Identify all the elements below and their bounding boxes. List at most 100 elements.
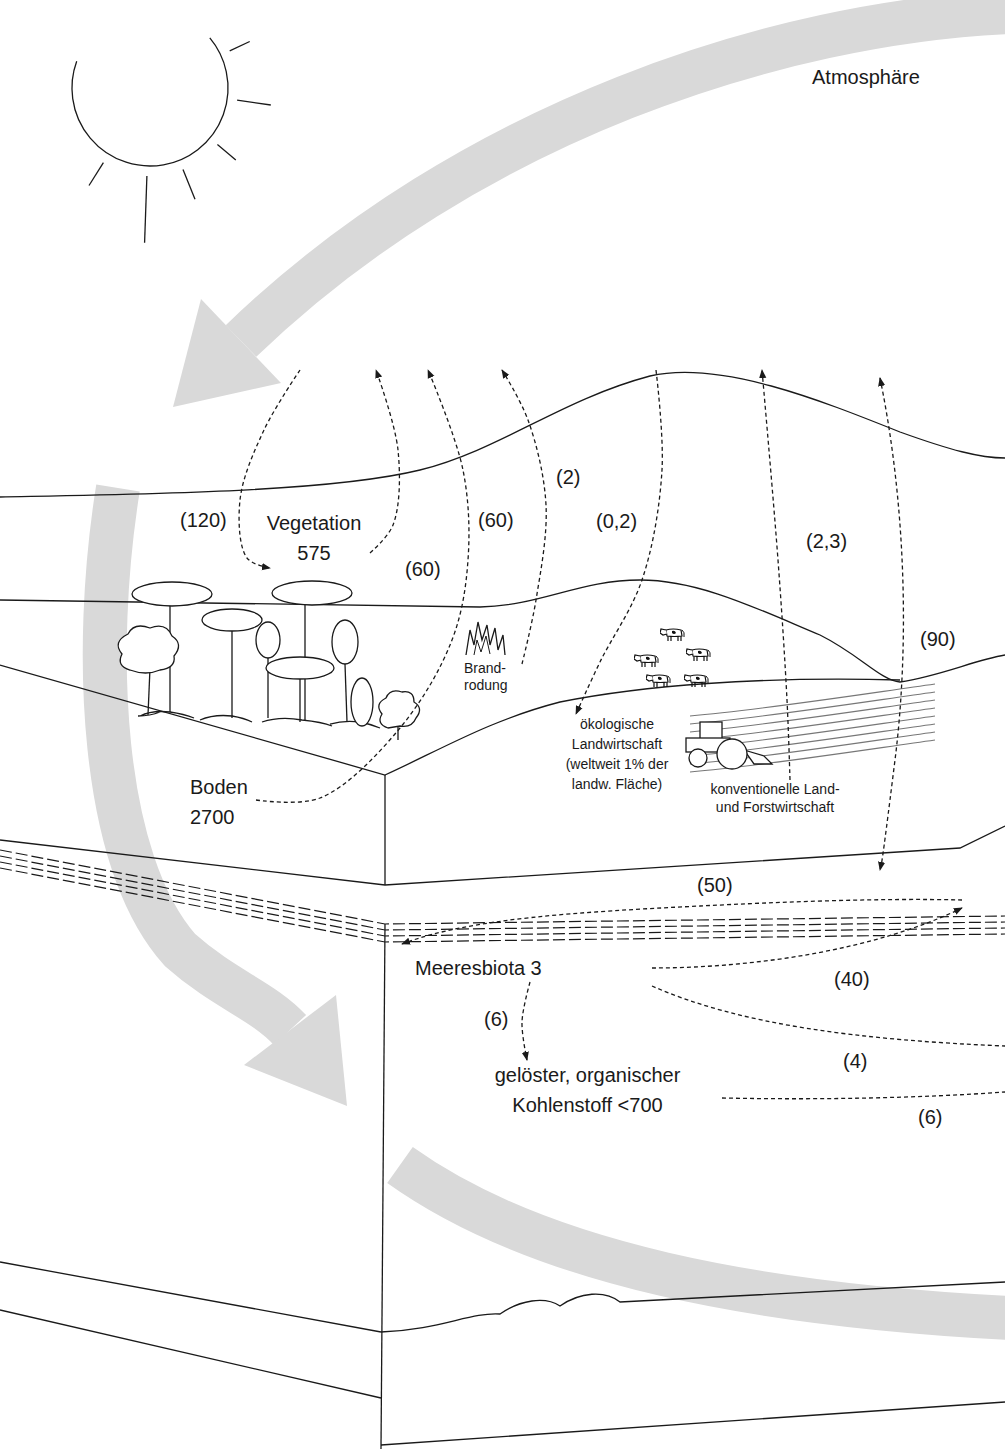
sun-ray [145,176,147,243]
flow-band [105,488,290,1030]
flux-value: (90) [920,628,956,651]
flux-arrow [762,370,790,780]
sun-symbol [72,38,271,243]
reservoir-label: konventionelle Land- und Forstwirtschaft [706,780,844,816]
sun-ray [89,163,103,186]
tractor-symbol [686,722,772,769]
flux-value: (6) [918,1106,942,1129]
tractor-cab [700,722,722,740]
tree-roots [138,712,380,729]
flow-arrowhead [173,299,281,407]
flux-value: (6) [484,1008,508,1031]
flux-arrow [576,370,662,714]
ocean-floor [0,1310,381,1398]
flux-arrow [256,370,469,802]
flux-value: (2,3) [806,530,847,553]
cow-symbol [646,675,670,687]
soil-reservoir: Boden 2700 [190,772,256,832]
cow-symbol [660,629,684,641]
tree-crown [272,581,352,605]
sun-disc [72,38,228,166]
atmosphere-region: Atmosphäre [0,0,1005,370]
conventional-farming-label: konventionelle Land- und Forstwirtschaft [706,780,844,816]
forest [118,581,419,740]
flow-band [241,12,1005,341]
dissolved-carbon-reservoir: gelöster, organischer Kohlenstoff <700 [480,1060,695,1120]
ground-line [0,665,900,775]
flux-value: (120) [180,509,227,532]
furrow [690,692,935,724]
ocean-block [0,924,1005,1449]
fire-symbol [474,636,490,655]
land-block [0,372,1005,885]
sun-ray [217,145,235,160]
plough [744,750,772,764]
cow-herd [634,629,710,687]
flow-arrowhead [244,995,347,1106]
ocean-edge [381,924,385,1449]
flow-band [400,1165,1005,1318]
cow-symbol [684,675,708,687]
connector-group [239,370,790,1060]
ground-line [0,826,1005,885]
reservoir-label: Meeresbiota 3 [415,954,542,982]
fire-symbol [466,622,505,655]
water-surface [0,850,1005,942]
tree-crown [332,620,358,664]
tree-crown [351,678,373,726]
tree-crown [202,609,262,631]
sun-ray [237,100,271,105]
ground-line [384,775,385,885]
tractor-wheel [689,749,707,767]
flux-value: (40) [834,968,870,991]
flux-value: (60) [478,509,514,532]
tree-crown [266,657,334,679]
tree-trunk [148,668,150,715]
flux-arrow [522,982,530,1060]
furrow [690,684,935,716]
flux-arrow [402,899,962,944]
marine-biota-reservoir: Meeresbiota 3 [415,954,542,982]
cow-symbol [634,655,658,667]
flux-value: (60) [405,558,441,581]
tree-crown [132,582,212,606]
surface-hatch [0,856,1005,930]
sun-ray [183,170,195,200]
tree-crown [118,626,178,673]
surface-hatch [0,850,1005,924]
flux-arrow [239,370,300,568]
cow-symbol [686,649,710,661]
reservoir-label: ökologische Landwirtschaft (weltweit 1% … [558,714,676,794]
reservoir-label: Brand- rodung [464,660,522,694]
tree-trunk [345,664,347,722]
flux-arrow [370,370,399,553]
reservoir-label: Atmosphäre [812,66,920,89]
surface-hatch [0,868,1005,942]
tree-trunk [299,679,300,722]
slash-burn-label: Brand- rodung [464,660,522,694]
flux-value: (2) [556,466,580,489]
furrow [690,740,935,772]
tree-trunk [231,628,232,718]
bush-symbol [379,691,420,728]
ground-line [0,372,1005,497]
reservoir-label: gelöster, organischer Kohlenstoff <700 [480,1060,695,1120]
tractor-wheel [717,739,747,769]
reservoir-label: Boden 2700 [190,772,256,832]
bush-stem [397,726,398,740]
tree-crown [256,622,280,658]
ocean-floor [381,1282,1005,1332]
organic-farming-label: ökologische Landwirtschaft (weltweit 1% … [558,714,676,794]
energy-flow-band [105,12,1005,1318]
vegetation-reservoir: Vegetation 575 [258,508,370,568]
ocean-floor [381,1402,1005,1445]
flux-arrow [880,378,903,870]
sun-ray [230,42,250,51]
flux-value: (0,2) [596,510,637,533]
flux-arrows [402,378,1005,1099]
reservoir-label: Vegetation 575 [258,508,370,568]
flux-value: (4) [843,1050,867,1073]
flux-arrow [652,986,1005,1046]
